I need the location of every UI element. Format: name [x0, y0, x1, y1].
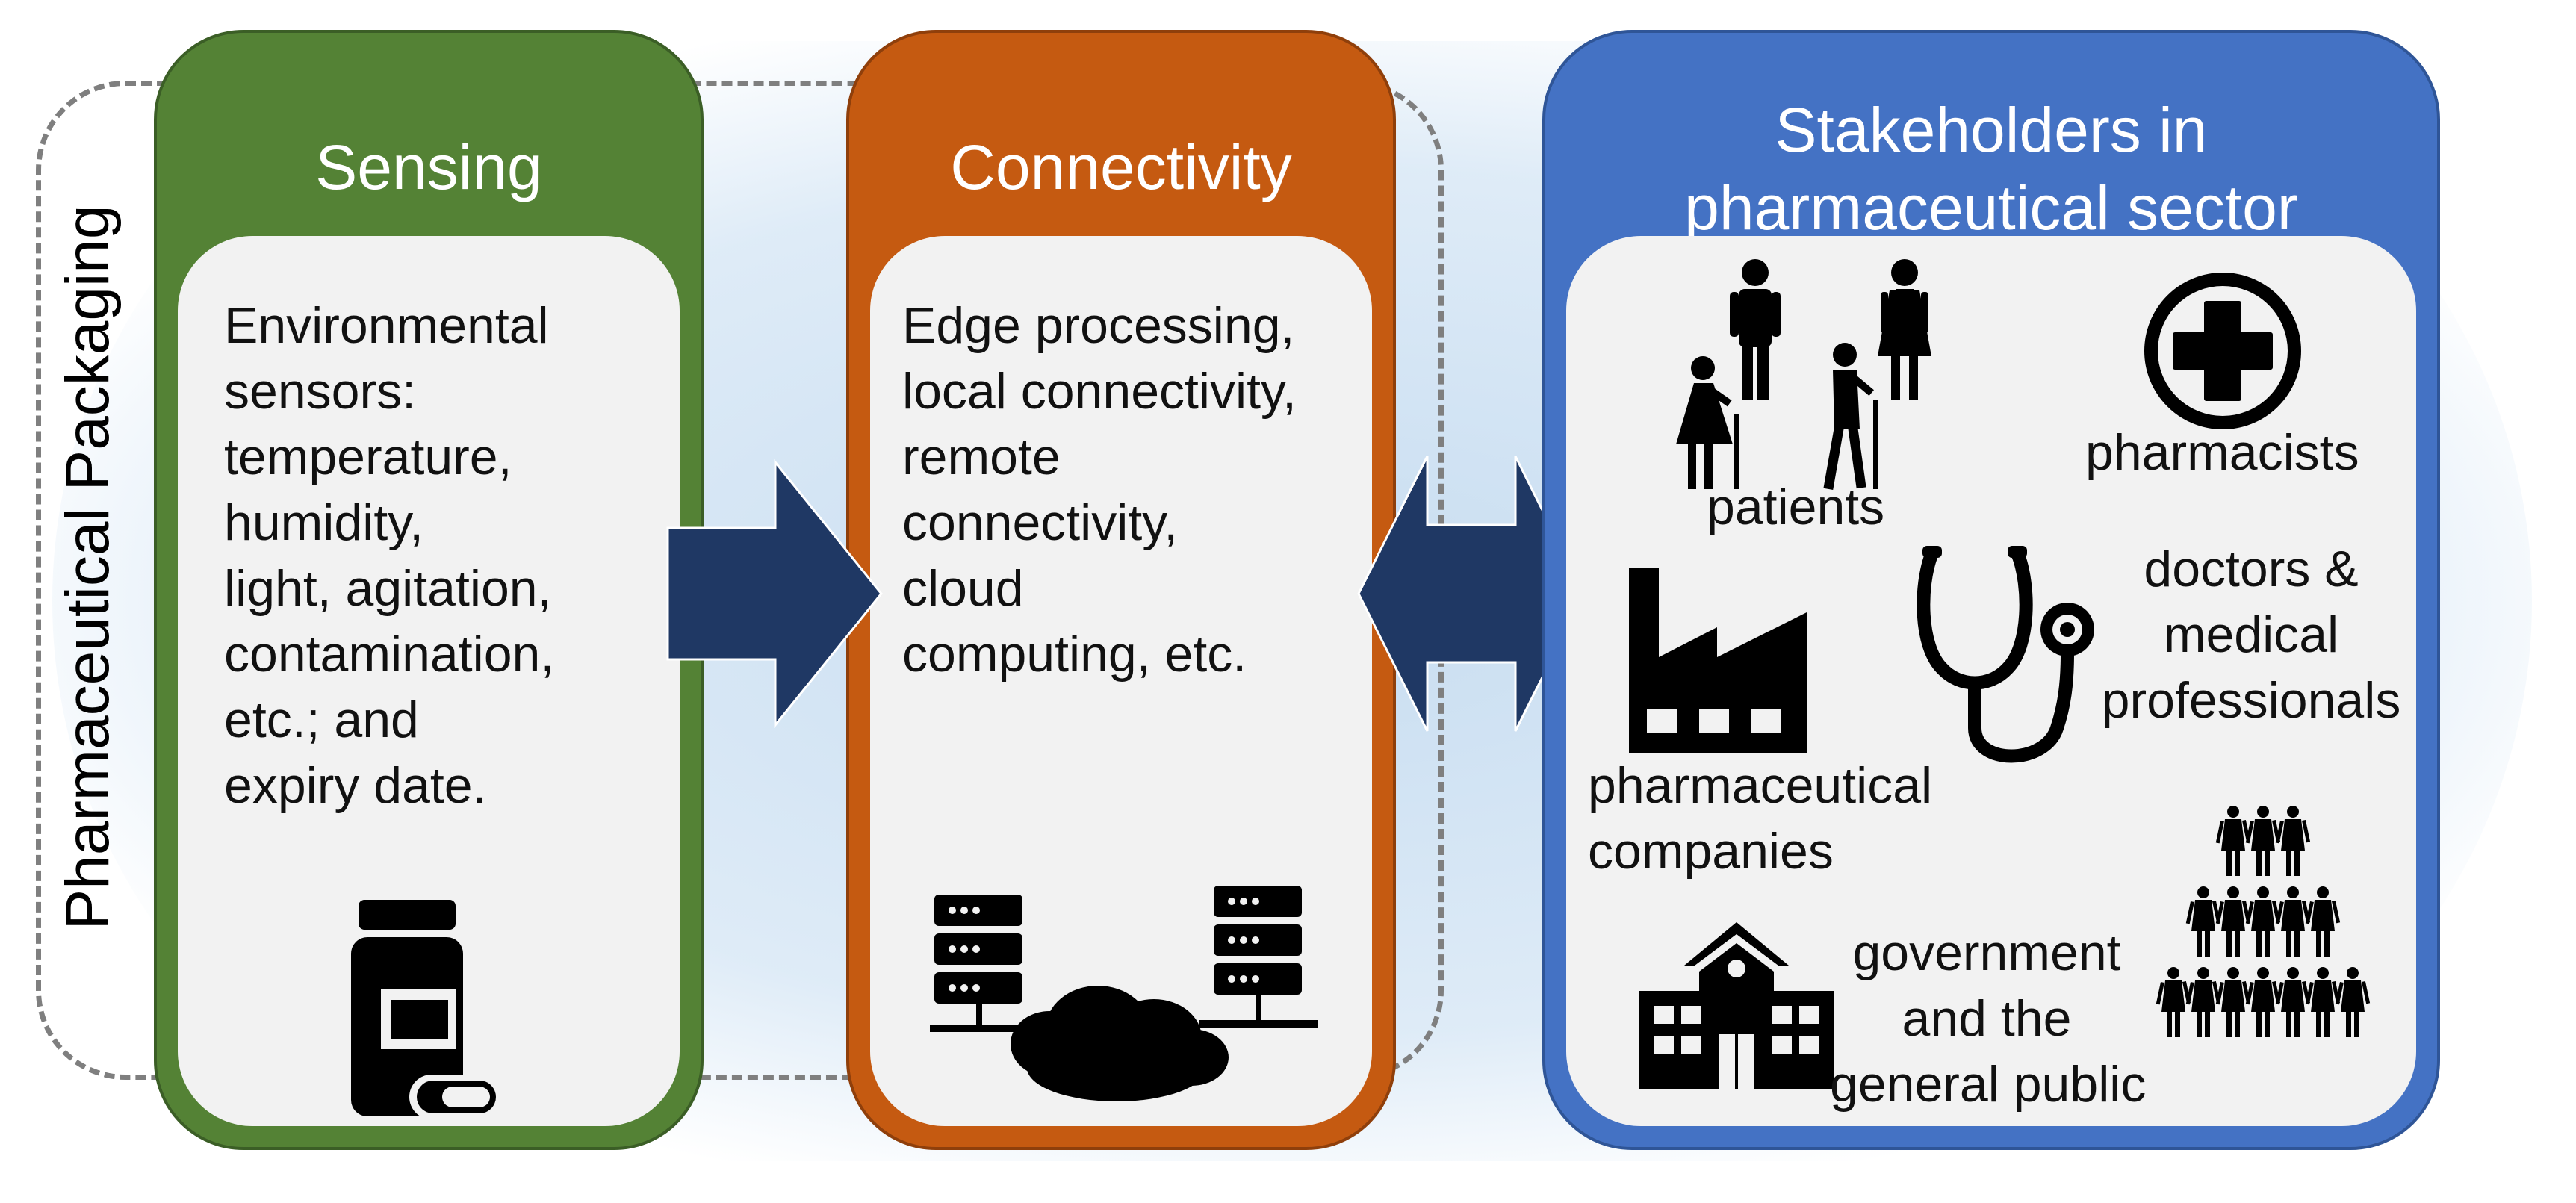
government-line: government: [1852, 924, 2121, 981]
doctors-line: medical: [2163, 606, 2339, 663]
sensing-title: Sensing: [315, 132, 542, 202]
crowd-icon: [2156, 806, 2371, 1037]
pharmacists-label: pharmacists: [2085, 424, 2359, 481]
connectivity-line: local connectivity,: [902, 363, 1297, 420]
government-building-icon: [1639, 922, 1834, 1089]
sensing-line: humidity,: [224, 494, 424, 551]
stakeholders-title: Stakeholders in pharmaceutical sector: [1545, 91, 2437, 246]
connectivity-line: Edge processing,: [902, 297, 1295, 354]
companies-label: pharmaceutical companies: [1588, 753, 1932, 884]
patients-icon: [1676, 259, 1931, 490]
server-cloud-icon: [930, 886, 1318, 1101]
sensing-line: etc.; and: [224, 691, 419, 748]
sensing-description: Environmental sensors: temperature, humi…: [224, 293, 554, 818]
connectivity-line: computing, etc.: [902, 626, 1247, 683]
medicine-bottle-icon: [351, 900, 502, 1119]
government-line: and the: [1902, 990, 2072, 1047]
companies-line: pharmaceutical: [1588, 757, 1933, 814]
sensing-to-connectivity-arrow: [666, 459, 883, 728]
sensing-line: Environmental: [224, 297, 549, 354]
sensing-line: temperature,: [224, 429, 512, 485]
connectivity-line: cloud: [902, 560, 1024, 617]
connectivity-line: remote: [902, 429, 1061, 485]
sensing-line: sensors:: [224, 363, 416, 420]
connectivity-panel: Connectivity: [846, 30, 1396, 1150]
doctors-line: professionals: [2101, 672, 2401, 729]
doctors-label: doctors & medical professionals: [2079, 536, 2423, 733]
pharmacy-cross-icon: [2144, 273, 2301, 429]
sensing-line: light, agitation,: [224, 560, 552, 617]
doctors-line: doctors &: [2144, 541, 2359, 597]
sensing-line: expiry date.: [224, 757, 487, 814]
government-line: general public: [1830, 1056, 2147, 1113]
stakeholders-title-line: Stakeholders in: [1775, 95, 2208, 165]
connectivity-description: Edge processing, local connectivity, rem…: [902, 293, 1297, 687]
companies-line: companies: [1588, 823, 1834, 880]
packaging-label: Pharmaceutical Packaging: [54, 205, 122, 930]
stakeholders-title-line: pharmaceutical sector: [1684, 172, 2298, 243]
government-label: government and the general public: [1830, 920, 2147, 1117]
factory-icon: [1629, 568, 1807, 753]
patients-label: patients: [1707, 479, 1885, 535]
connectivity-line: connectivity,: [902, 494, 1179, 551]
sensing-line: contamination,: [224, 626, 555, 683]
stethoscope-icon: [1917, 546, 2094, 763]
connectivity-title: Connectivity: [950, 132, 1292, 202]
